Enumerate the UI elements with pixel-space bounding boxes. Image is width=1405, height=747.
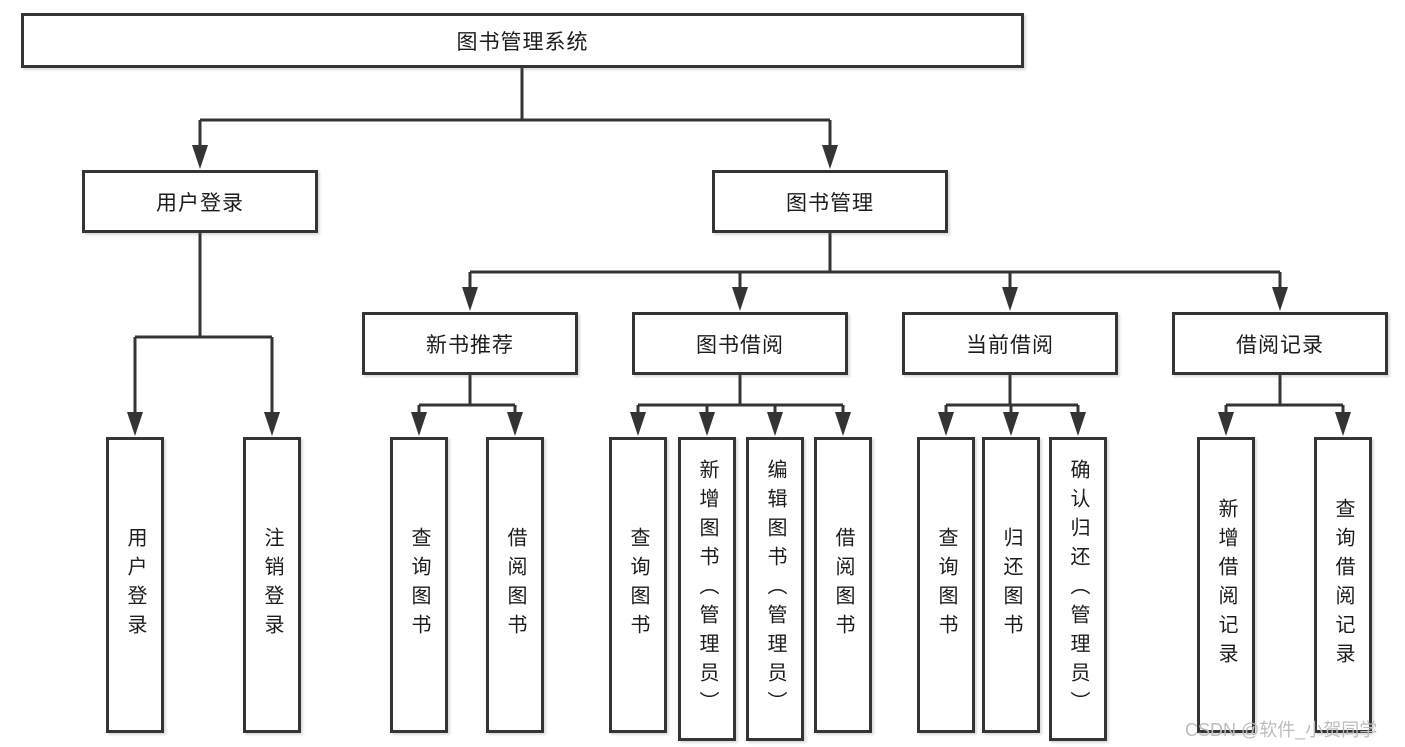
node-label: 当前借阅 [966, 333, 1054, 357]
node-book-borrow: 图书借阅 [632, 312, 848, 375]
node-user-login: 用户登录 [82, 170, 318, 233]
leaf-confirm-return-admin: 确认归还（管理员） [1049, 437, 1107, 741]
node-borrow-record: 借阅记录 [1172, 312, 1388, 375]
leaf-logout: 注销登录 [243, 437, 301, 733]
node-label: 用户登录 [156, 191, 244, 215]
node-label: 图书管理 [786, 191, 874, 215]
leaf-borrow-books: 借阅图书 [814, 437, 872, 733]
leaf-user-login: 用户登录 [106, 437, 164, 733]
csdn-watermark: CSDN @软件_小贺同学 [1185, 720, 1378, 740]
leaf-borrow-books-recommend: 借阅图书 [486, 437, 544, 733]
leaf-query-books-current: 查询图书 [917, 437, 975, 733]
node-current-borrow: 当前借阅 [902, 312, 1118, 375]
node-label: 新增图书（管理员） [696, 458, 718, 720]
leaf-add-books-admin: 新增图书（管理员） [678, 437, 736, 741]
node-label: 借阅记录 [1236, 333, 1324, 357]
leaf-query-books-borrow: 查询图书 [609, 437, 667, 733]
node-label: 查询借阅记录 [1332, 498, 1354, 672]
node-label: 查询图书 [627, 527, 649, 643]
node-label: 新书推荐 [426, 333, 514, 357]
node-label: 确认归还（管理员） [1067, 458, 1089, 720]
node-book-management: 图书管理 [712, 170, 948, 233]
leaf-add-borrow-record: 新增借阅记录 [1197, 437, 1255, 733]
node-label: 用户登录 [124, 527, 146, 643]
node-label: 图书管理系统 [456, 30, 589, 54]
node-label: 编辑图书（管理员） [764, 458, 786, 720]
leaf-query-books-recommend: 查询图书 [390, 437, 448, 733]
arrowheads [127, 145, 1351, 436]
node-label: 查询图书 [408, 527, 430, 643]
leaf-query-borrow-record: 查询借阅记录 [1314, 437, 1372, 733]
node-label: 借阅图书 [832, 527, 854, 643]
node-label: 新增借阅记录 [1215, 498, 1237, 672]
node-label: 借阅图书 [504, 527, 526, 643]
node-root-system: 图书管理系统 [21, 13, 1024, 68]
leaf-edit-books-admin: 编辑图书（管理员） [746, 437, 804, 741]
node-new-book-recommend: 新书推荐 [362, 312, 578, 375]
node-label: 归还图书 [1000, 527, 1022, 643]
node-label: 查询图书 [935, 527, 957, 643]
node-label: 图书借阅 [696, 333, 784, 357]
node-label: 注销登录 [261, 527, 283, 643]
leaf-return-books: 归还图书 [982, 437, 1040, 733]
